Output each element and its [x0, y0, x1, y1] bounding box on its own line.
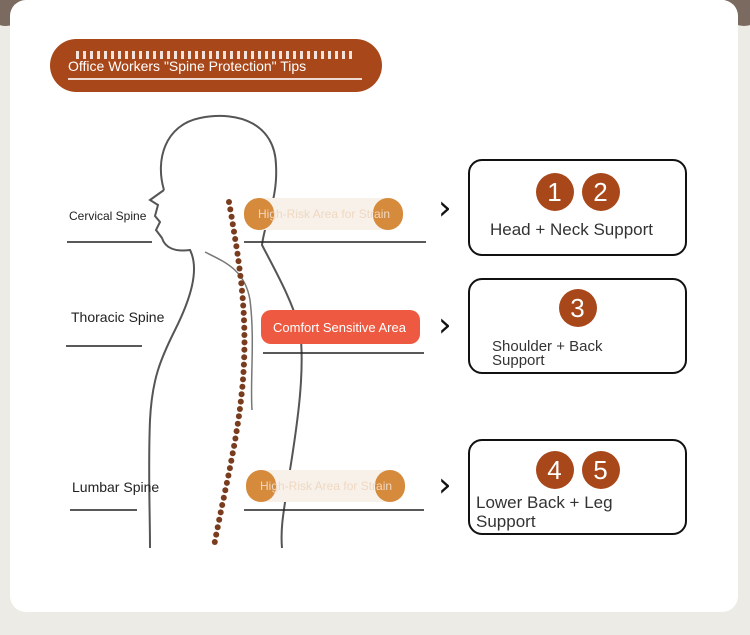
- spine-dot: [237, 272, 244, 279]
- step-number: 2: [581, 173, 620, 211]
- step-number: 1: [535, 173, 574, 211]
- spine-dot: [228, 213, 235, 220]
- high-risk-tag-lower: High-Risk Area for Strain: [246, 470, 405, 502]
- page-title: Office Workers "Spine Protection" Tips: [68, 57, 307, 74]
- spine-dotted-line: [211, 199, 248, 545]
- spine-dot: [241, 346, 248, 353]
- spine-dot: [241, 332, 248, 338]
- tag-dot: [244, 198, 274, 230]
- spine-dot: [238, 391, 245, 398]
- spine-dot: [241, 339, 248, 346]
- tag-dot: [375, 470, 405, 502]
- title-banner: Office Workers "Spine Protection" Tips: [50, 39, 382, 92]
- spine-dot: [235, 413, 242, 420]
- spine-dot: [231, 228, 237, 235]
- spine-dot: [226, 465, 233, 472]
- spine-dot: [217, 509, 224, 516]
- spine-dot: [241, 354, 248, 361]
- spine-dot: [240, 309, 247, 316]
- spine-dot: [236, 406, 243, 412]
- spine-dot: [226, 199, 232, 205]
- spine-dot: [240, 369, 247, 375]
- spine-dot: [235, 258, 242, 265]
- brush-texture: [76, 51, 354, 59]
- arm-outline: [204, 251, 254, 411]
- spine-dot: [236, 265, 243, 272]
- step-number: 4: [535, 451, 574, 489]
- spine-dot: [216, 516, 223, 523]
- support-box-head-neck: 1 2 Head + Neck Support: [468, 159, 687, 256]
- high-risk-tag-upper: High-Risk Area for Strain: [244, 198, 403, 230]
- tag-text: High-Risk Area for Strain: [260, 479, 393, 493]
- face-outline: [148, 189, 196, 549]
- comfort-sensitive-tag: Comfort Sensitive Area: [261, 310, 420, 344]
- spine-dot: [234, 250, 241, 257]
- spine-dot: [222, 487, 229, 494]
- spine-dot: [229, 450, 236, 457]
- spine-dot: [240, 376, 246, 383]
- step-number: 3: [558, 289, 597, 327]
- spine-dot: [234, 420, 241, 427]
- spine-dot: [223, 479, 230, 486]
- spine-dot: [211, 539, 218, 545]
- spine-dot: [219, 502, 226, 508]
- spine-dot: [237, 398, 244, 405]
- spine-dot: [228, 457, 235, 464]
- tag-text: Comfort Sensitive Area: [273, 319, 406, 335]
- support-box-lower-back-leg: 4 5 Lower Back + Leg Support: [468, 439, 687, 535]
- spine-dot: [239, 287, 245, 294]
- spine-dot: [213, 531, 220, 538]
- chevron-right-icon: ›: [438, 305, 452, 345]
- spine-dot: [233, 243, 240, 250]
- spine-dot: [241, 324, 248, 331]
- spine-dot: [231, 442, 238, 449]
- spine-dot: [214, 524, 221, 531]
- label-lumbar-spine: Lumbar Spine: [72, 479, 160, 495]
- spine-dot: [239, 383, 246, 390]
- support-text: Head + Neck Support: [490, 220, 654, 239]
- chevron-right-icon: ›: [438, 188, 452, 228]
- chevron-right-icon: ›: [438, 465, 452, 505]
- support-box-shoulder-back: 3 Shoulder + Back Support: [468, 278, 687, 374]
- tag-dot: [246, 470, 276, 502]
- spine-dot: [241, 317, 247, 324]
- spine-dot: [229, 221, 236, 228]
- spine-dot: [240, 361, 247, 368]
- label-thoracic-spine: Thoracic Spine: [71, 309, 165, 325]
- support-text: Shoulder + Back Support: [492, 338, 603, 369]
- label-cervical-spine: Cervical Spine: [69, 209, 147, 223]
- spine-dot: [232, 236, 239, 242]
- brush-texture: [68, 78, 362, 80]
- spine-dot: [225, 472, 232, 479]
- spine-dot: [238, 280, 245, 287]
- spine-dot: [220, 494, 227, 501]
- body-outline: [159, 114, 303, 549]
- tag-dot: [373, 198, 403, 230]
- spine-dot: [239, 295, 246, 302]
- support-text: Lower Back + Leg Support: [476, 493, 613, 531]
- step-number: 5: [581, 451, 620, 489]
- spine-dot: [232, 435, 239, 442]
- spine-dot: [227, 206, 234, 213]
- tag-text: High-Risk Area for Strain: [258, 207, 391, 221]
- spine-dot: [233, 428, 240, 435]
- spine-dot: [240, 302, 247, 309]
